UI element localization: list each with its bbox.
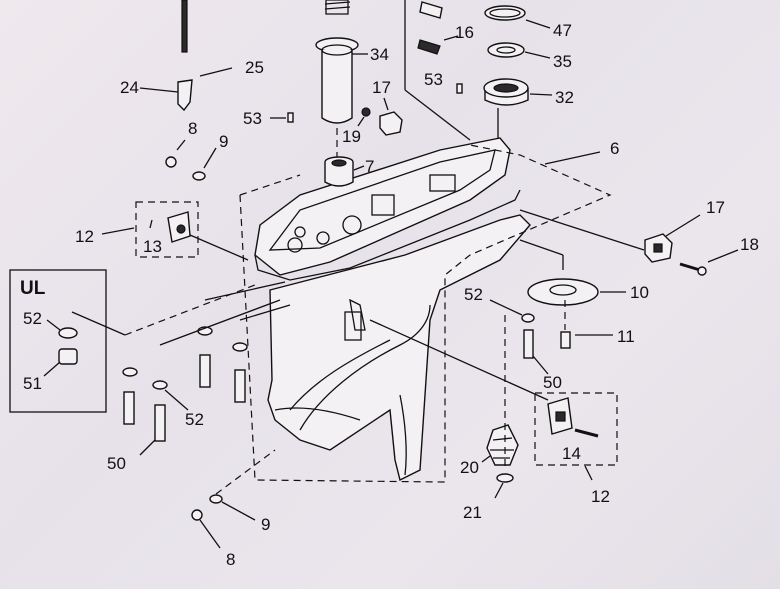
callout-35: 35 [553, 52, 572, 71]
ul-inset-frame [9, 269, 107, 413]
callout-34: 34 [370, 45, 389, 64]
callout-51: 51 [23, 374, 42, 393]
callout-53-right: 53 [424, 70, 443, 89]
callout-52-lower: 52 [185, 410, 204, 429]
bushing-7 [324, 156, 365, 187]
callout-25: 25 [245, 58, 264, 77]
bolts-lower-left [71, 281, 291, 456]
callout-16: 16 [455, 23, 474, 42]
housing-group-outline [239, 144, 612, 483]
callout-11: 11 [617, 327, 635, 346]
pinion-gear-20 [481, 424, 519, 466]
bolt-8-lower [191, 509, 203, 521]
washer-52-ul [58, 327, 78, 339]
grommet-17-upper [379, 111, 403, 136]
ul-inset-title: UL [20, 278, 46, 299]
callout-10: 10 [630, 283, 649, 302]
gearcase-housing [254, 137, 531, 482]
callout-14: 14 [562, 444, 581, 463]
nut-51 [58, 348, 78, 365]
grommet-17-right [519, 209, 701, 263]
screw-18 [679, 249, 739, 276]
callout-12-right: 12 [591, 487, 610, 506]
callout-32: 32 [555, 88, 574, 107]
nut-21 [496, 473, 514, 483]
bolt-50-right [489, 299, 549, 375]
callout-13: 13 [143, 237, 162, 256]
shift-rod-parts [139, 0, 233, 112]
callout-47: 47 [553, 21, 572, 40]
bearing-32 [483, 78, 529, 106]
pin-53-left [287, 112, 294, 123]
callout-17-right: 17 [706, 198, 725, 217]
callout-9-lower: 9 [261, 515, 270, 534]
callout-52-right: 52 [464, 285, 483, 304]
bolt-8-upper [165, 156, 177, 168]
callout-24: 24 [120, 78, 139, 97]
shift-rod [181, 0, 188, 53]
shift-cam-24 [177, 79, 193, 112]
callout-12-left: 12 [75, 227, 94, 246]
pin-53-right [456, 83, 463, 94]
callout-50-lower: 50 [107, 454, 126, 473]
callout-6: 6 [610, 139, 619, 158]
callout-17-upper: 17 [372, 78, 391, 97]
callout-21: 21 [463, 503, 482, 522]
callout-53-left: 53 [243, 109, 262, 128]
washer-9-lower [209, 494, 223, 504]
anode-group-right [369, 319, 618, 481]
callout-52-ul: 52 [23, 309, 42, 328]
callout-7: 7 [365, 157, 374, 176]
callout-8-upper: 8 [188, 119, 197, 138]
anode-group-left [101, 201, 249, 261]
snap-ring-47 [484, 5, 526, 21]
callout-8-lower: 8 [226, 550, 235, 569]
ul-inset: UL [9, 269, 107, 413]
washer-9-upper [192, 171, 206, 181]
callout-20: 20 [460, 458, 479, 477]
bolt-11 [560, 300, 613, 349]
keys-16 [417, 1, 459, 55]
callout-9-upper: 9 [219, 132, 228, 151]
ball-19 [361, 107, 371, 117]
callout-18: 18 [740, 235, 759, 254]
cover-plate-10 [519, 239, 626, 306]
pump-tube-34 [315, 0, 368, 160]
washer-35 [487, 42, 525, 58]
callout-19: 19 [342, 127, 361, 146]
callout-50-right: 50 [543, 373, 562, 392]
